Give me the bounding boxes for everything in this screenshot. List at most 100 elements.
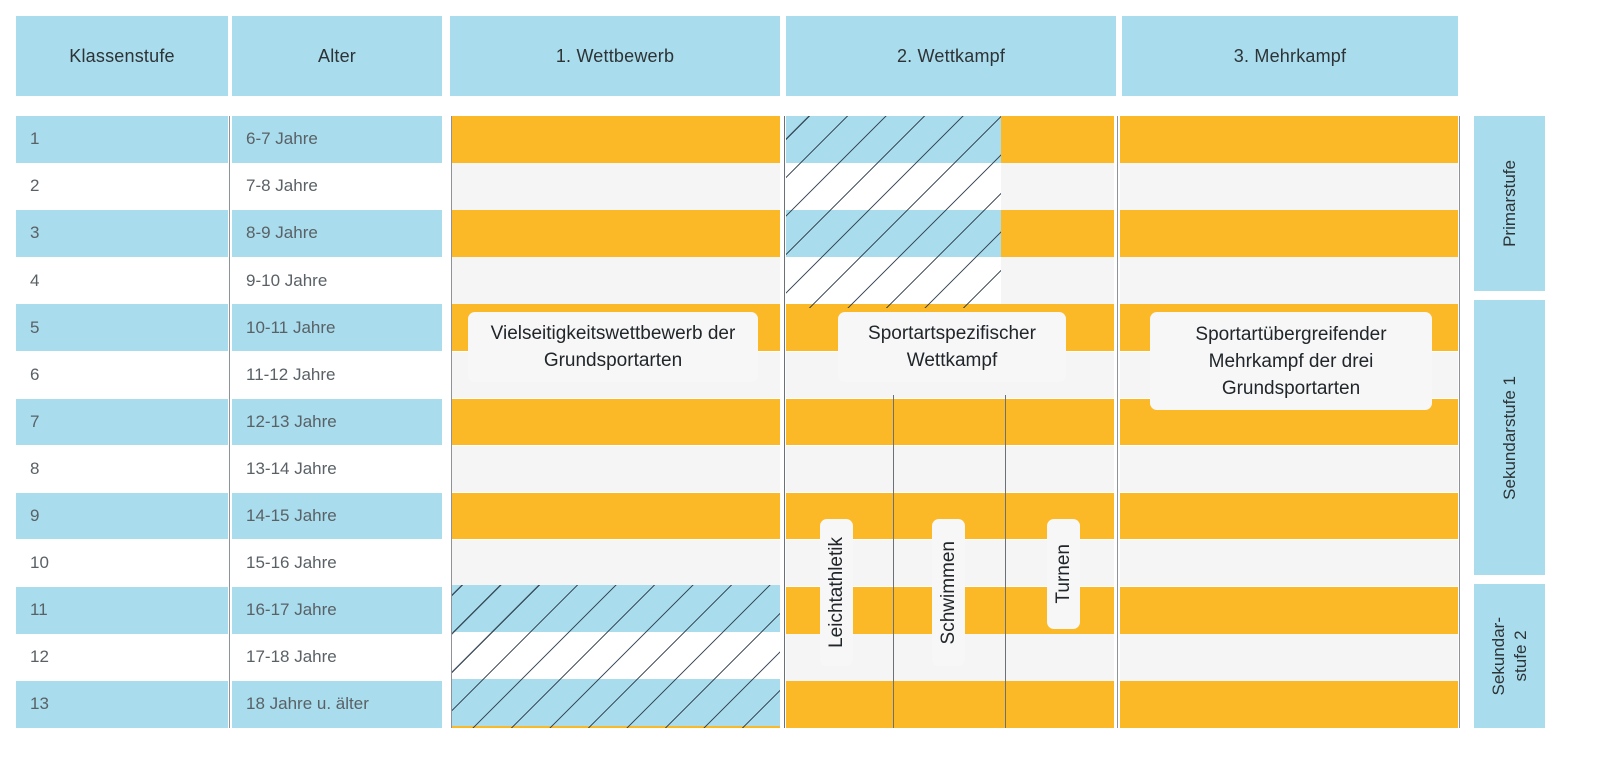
age-cell-text: 14-15 Jahre <box>246 506 337 526</box>
header-label: Alter <box>317 45 356 66</box>
grade-cell-text: 4 <box>30 270 40 290</box>
band-inactive <box>452 257 780 304</box>
band-active <box>1120 492 1458 540</box>
age-cell-text: 15-16 Jahre <box>246 553 337 573</box>
age-cell-text: 9-10 Jahre <box>246 270 328 290</box>
band-inactive <box>452 445 780 493</box>
age-cell-text: 7-8 Jahre <box>246 176 318 196</box>
header-wettkampf: 2. Wettkampf <box>786 16 1116 96</box>
band-active <box>452 492 780 540</box>
divider-leichtathletik-schwimmen <box>893 395 894 728</box>
divider-age-col1 <box>451 116 452 728</box>
header-label: Klassenstufe <box>69 45 175 66</box>
band-active <box>452 210 780 257</box>
band-inactive <box>786 445 1114 493</box>
grade-cell-text: 12 <box>30 647 49 667</box>
age-cell: 7-8 Jahre <box>232 163 442 210</box>
age-cell-text: 16-17 Jahre <box>246 600 337 620</box>
grade-cell-text: 2 <box>30 176 40 196</box>
age-cell: 15-16 Jahre <box>232 539 442 587</box>
band-active <box>452 398 780 446</box>
grade-cell: 11 <box>16 587 228 634</box>
band-inactive <box>452 163 780 210</box>
grade-cell: 6 <box>16 351 228 398</box>
caption-sportartuebergreifender-mehrkampf: Sportartübergreifender Mehrkampf der dre… <box>1150 312 1432 410</box>
age-cell-text: 8-9 Jahre <box>246 223 318 243</box>
hatch-overlay-wettkampf-top <box>786 116 1001 308</box>
grade-cell-text: 9 <box>30 506 40 526</box>
caption-text: Sportartspezifischer Wettkampf <box>868 323 1036 371</box>
age-cell: 11-12 Jahre <box>232 351 442 398</box>
grade-cell-text: 11 <box>30 600 48 620</box>
stage-sekundarstufe-2: Sekundar-stufe 2 <box>1474 584 1545 728</box>
age-cell: 16-17 Jahre <box>232 587 442 634</box>
grade-cell: 3 <box>16 210 228 257</box>
header-mehrkampf: 3. Mehrkampf <box>1122 16 1458 96</box>
age-cell: 13-14 Jahre <box>232 445 442 493</box>
band-active <box>1120 587 1458 634</box>
grade-cell: 10 <box>16 539 228 587</box>
grade-cell-text: 1 <box>30 129 40 149</box>
header-label: 3. Mehrkampf <box>1233 45 1347 66</box>
hatch-overlay-wettbewerb-bottom <box>452 585 780 728</box>
caption-schwimmen: Schwimmen <box>932 519 965 666</box>
header-wettbewerb: 1. Wettbewerb <box>450 16 780 96</box>
age-cell: 18 Jahre u. älter <box>232 681 442 728</box>
grade-cell: 8 <box>16 445 228 493</box>
caption-turnen: Turnen <box>1047 519 1080 629</box>
age-cell: 12-13 Jahre <box>232 398 442 446</box>
stage-sekundarstufe-1: Sekundarstufe 1 <box>1474 300 1545 575</box>
grade-cell: 7 <box>16 398 228 446</box>
age-cell-text: 13-14 Jahre <box>246 458 337 478</box>
grade-cell-text: 8 <box>30 458 40 478</box>
age-cell: 9-10 Jahre <box>232 257 442 304</box>
age-cell: 8-9 Jahre <box>232 210 442 257</box>
divider-schwimmen-turnen <box>1005 395 1006 728</box>
grade-cell: 13 <box>16 681 228 728</box>
age-cell-text: 18 Jahre u. älter <box>246 694 369 714</box>
grade-cell: 4 <box>16 257 228 304</box>
age-cell: 10-11 Jahre <box>232 304 442 351</box>
header-klassenstufe: Klassenstufe <box>16 16 228 96</box>
caption-text: Vielseitigkeitswettbewerb der Grundsport… <box>490 323 736 371</box>
band-inactive <box>1120 445 1458 493</box>
stage-label: Sekundar-stufe 2 <box>1488 616 1530 696</box>
grade-cell-text: 13 <box>30 694 49 714</box>
band-inactive <box>452 539 780 587</box>
divider-col3-right <box>1459 116 1460 728</box>
band-active <box>452 116 780 163</box>
caption-sportartspezifischer-wettkampf: Sportartspezifischer Wettkampf <box>838 312 1066 382</box>
band-active <box>1120 681 1458 728</box>
divider-col1-col2 <box>784 116 785 728</box>
band-inactive <box>1120 539 1458 587</box>
band-active <box>786 398 1114 446</box>
grade-cell: 12 <box>16 634 228 681</box>
divider-col2-col3 <box>1117 116 1118 728</box>
age-cell-text: 11-12 Jahre <box>246 364 336 384</box>
grade-cell-text: 3 <box>30 223 40 243</box>
grade-cell: 1 <box>16 116 228 163</box>
band-active <box>786 681 1114 728</box>
grade-cell: 9 <box>16 492 228 540</box>
caption-leichtathletik: Leichtathletik <box>820 519 853 666</box>
age-cell-text: 10-11 Jahre <box>246 317 336 337</box>
hatch-lines <box>452 585 780 728</box>
caption-text: Sportartübergreifender Mehrkampf der dre… <box>1195 323 1387 399</box>
header-label: 1. Wettbewerb <box>555 45 675 66</box>
grade-cell-text: 6 <box>30 364 40 384</box>
age-cell-text: 6-7 Jahre <box>246 129 318 149</box>
header-label: 2. Wettkampf <box>896 45 1006 66</box>
caption-vielseitigkeitswettbewerb: Vielseitigkeitswettbewerb der Grundsport… <box>468 312 758 382</box>
grade-cell: 2 <box>16 163 228 210</box>
age-cell: 14-15 Jahre <box>232 492 442 540</box>
header-alter: Alter <box>232 16 442 96</box>
caption-text: Turnen <box>1052 544 1074 604</box>
band-active <box>1120 116 1458 163</box>
divider-grade-age <box>229 116 230 728</box>
grade-cell-text: 5 <box>30 317 40 337</box>
caption-text: Leichtathletik <box>825 537 847 648</box>
band-inactive <box>1120 163 1458 210</box>
age-cell-text: 12-13 Jahre <box>246 411 337 431</box>
grade-cell-text: 7 <box>30 411 40 431</box>
